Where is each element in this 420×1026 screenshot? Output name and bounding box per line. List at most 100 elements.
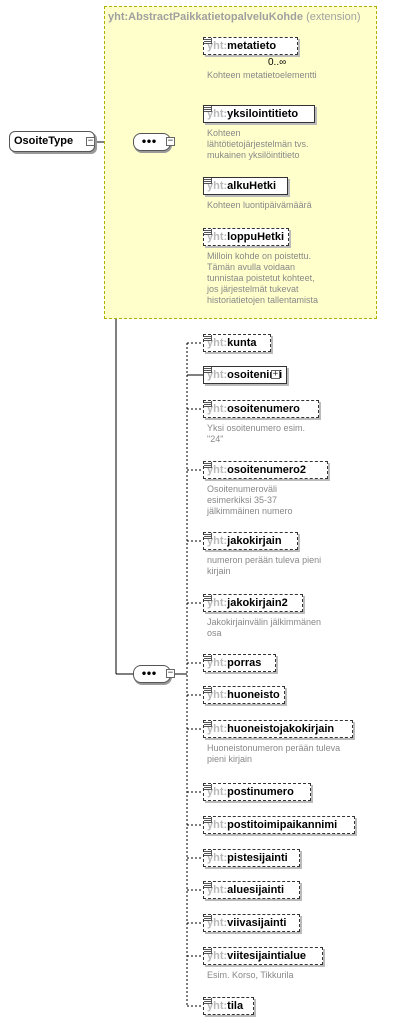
- extension-box: [104, 6, 377, 319]
- documentation-icon: [204, 595, 212, 601]
- element-porras[interactable]: yht:porras: [203, 654, 276, 672]
- element-name: metatieto: [227, 40, 277, 52]
- documentation-icon: [204, 106, 212, 112]
- element-name: pistesijainti: [227, 852, 288, 864]
- element-viivasijainti[interactable]: yht:viivasijainti: [203, 914, 300, 932]
- collapse-root-icon[interactable]: −: [86, 136, 95, 146]
- element-postinumero[interactable]: yht:postinumero: [203, 783, 311, 801]
- multiplicity-label: 0..∞: [268, 57, 287, 68]
- documentation-icon: [204, 533, 212, 539]
- description-line: Yksi osoitenumero esim.: [207, 423, 306, 433]
- description-line: Tämän avulla voidaan: [207, 262, 296, 272]
- element-name: huoneisto: [227, 689, 280, 701]
- element-loppuHetki[interactable]: yht:loppuHetki: [203, 228, 290, 246]
- namespace-prefix: yht:: [207, 369, 228, 381]
- element-name: porras: [227, 657, 262, 669]
- namespace-prefix: yht:: [207, 597, 228, 609]
- element-name: postitoimipaikannimi: [227, 819, 338, 831]
- element-aluesijainti[interactable]: yht:aluesijainti: [203, 881, 300, 899]
- documentation-icon: [204, 462, 212, 468]
- documentation-icon: [204, 817, 212, 823]
- namespace-prefix: yht:: [207, 786, 228, 798]
- description-line: Esim. Korso, Tikkurila: [207, 970, 294, 980]
- element-yksilointitieto[interactable]: yht:yksilointitieto: [203, 105, 315, 123]
- element-name: jakokirjain: [227, 535, 282, 547]
- element-alkuHetki[interactable]: yht:alkuHetki: [203, 177, 288, 195]
- element-name: jakokirjain2: [227, 597, 288, 609]
- element-name: huoneistojakokirjain: [227, 723, 335, 735]
- element-jakokirjain2[interactable]: yht:jakokirjain2: [203, 594, 303, 612]
- namespace-prefix: yht:: [207, 689, 228, 701]
- element-viitesijaintialue[interactable]: yht:viitesijaintialue: [203, 947, 323, 965]
- element-huoneisto[interactable]: yht:huoneisto: [203, 686, 285, 704]
- sequence-dots-icon: •••: [141, 137, 157, 148]
- documentation-icon: [204, 401, 212, 407]
- namespace-prefix: yht:: [207, 852, 228, 864]
- namespace-prefix: yht:: [207, 723, 228, 735]
- element-description: Milloin kohde on poistettu.Tämän avulla …: [207, 251, 318, 306]
- element-postitoimipaikannimi[interactable]: yht:postitoimipaikannimi: [203, 816, 355, 834]
- description-line: Osoitenumeroväli: [207, 484, 278, 494]
- element-osoitenumero[interactable]: yht:osoitenumero: [203, 400, 319, 418]
- expand-osoitenimi-icon[interactable]: +: [271, 369, 280, 379]
- description-line: jälkimmäinen numero: [207, 506, 293, 516]
- element-osoitenimi[interactable]: yht:osoitenimi: [203, 366, 288, 384]
- documentation-icon: [204, 178, 212, 184]
- documentation-icon: [204, 850, 212, 856]
- description-line: historiatietojen tallentamista: [207, 295, 319, 305]
- sequence-dots-icon: •••: [141, 669, 157, 680]
- namespace-prefix: yht:: [207, 950, 228, 962]
- documentation-icon: [204, 882, 212, 888]
- collapse-sequence-1-icon[interactable]: −: [166, 136, 175, 146]
- element-name: postinumero: [227, 786, 294, 798]
- element-tila[interactable]: yht:tila: [203, 997, 254, 1015]
- namespace-prefix: yht:: [207, 40, 228, 52]
- description-line: Kohteen: [207, 128, 241, 138]
- element-osoitenumero2[interactable]: yht:osoitenumero2: [203, 461, 328, 479]
- description-line: mukainen yksilöintitieto: [207, 150, 300, 160]
- description-line: numeron perään tuleva pieni: [207, 555, 322, 565]
- namespace-prefix: yht:: [207, 535, 228, 547]
- element-description: Kohteen metatietoelementti: [207, 70, 317, 81]
- element-kunta[interactable]: yht:kunta: [203, 334, 271, 352]
- description-line: "24": [207, 434, 224, 444]
- element-description: Esim. Korso, Tikkurila: [207, 970, 294, 981]
- element-metatieto[interactable]: yht:metatieto: [203, 37, 298, 55]
- element-jakokirjain[interactable]: yht:jakokirjain: [203, 532, 298, 550]
- element-name: viivasijainti: [227, 917, 287, 929]
- documentation-icon: [204, 655, 212, 661]
- namespace-prefix: yht:: [207, 337, 228, 349]
- element-pistesijainti[interactable]: yht:pistesijainti: [203, 849, 300, 867]
- documentation-icon: [204, 998, 212, 1004]
- extension-type-name: yht:AbstractPaikkatietopalveluKohde: [108, 11, 303, 23]
- documentation-icon: [204, 335, 212, 341]
- element-huoneistojakokirjain[interactable]: yht:huoneistojakokirjain: [203, 720, 353, 738]
- documentation-icon: [204, 948, 212, 954]
- namespace-prefix: yht:: [207, 657, 228, 669]
- namespace-prefix: yht:: [207, 917, 228, 929]
- namespace-prefix: yht:: [207, 884, 228, 896]
- namespace-prefix: yht:: [207, 231, 228, 243]
- collapse-sequence-2-icon[interactable]: −: [166, 668, 175, 678]
- documentation-icon: [204, 367, 212, 373]
- documentation-icon: [204, 915, 212, 921]
- namespace-prefix: yht:: [207, 108, 228, 120]
- documentation-icon: [204, 38, 212, 44]
- element-name: osoitenimi: [227, 369, 283, 381]
- documentation-icon: [204, 721, 212, 727]
- extension-suffix: (extension): [306, 11, 361, 23]
- documentation-icon: [204, 784, 212, 790]
- description-line: Jakokirjainvälin jälkimmänen: [207, 617, 322, 627]
- element-name: aluesijainti: [227, 884, 285, 896]
- namespace-prefix: yht:: [207, 464, 228, 476]
- description-line: esimerkiksi 35-37: [207, 495, 278, 505]
- extension-title: yht:AbstractPaikkatietopalveluKohde (ext…: [108, 11, 360, 23]
- root-type-label: OsoiteType: [14, 135, 74, 147]
- root-type-node[interactable]: OsoiteType: [9, 131, 95, 152]
- description-line: kirjain: [207, 566, 231, 576]
